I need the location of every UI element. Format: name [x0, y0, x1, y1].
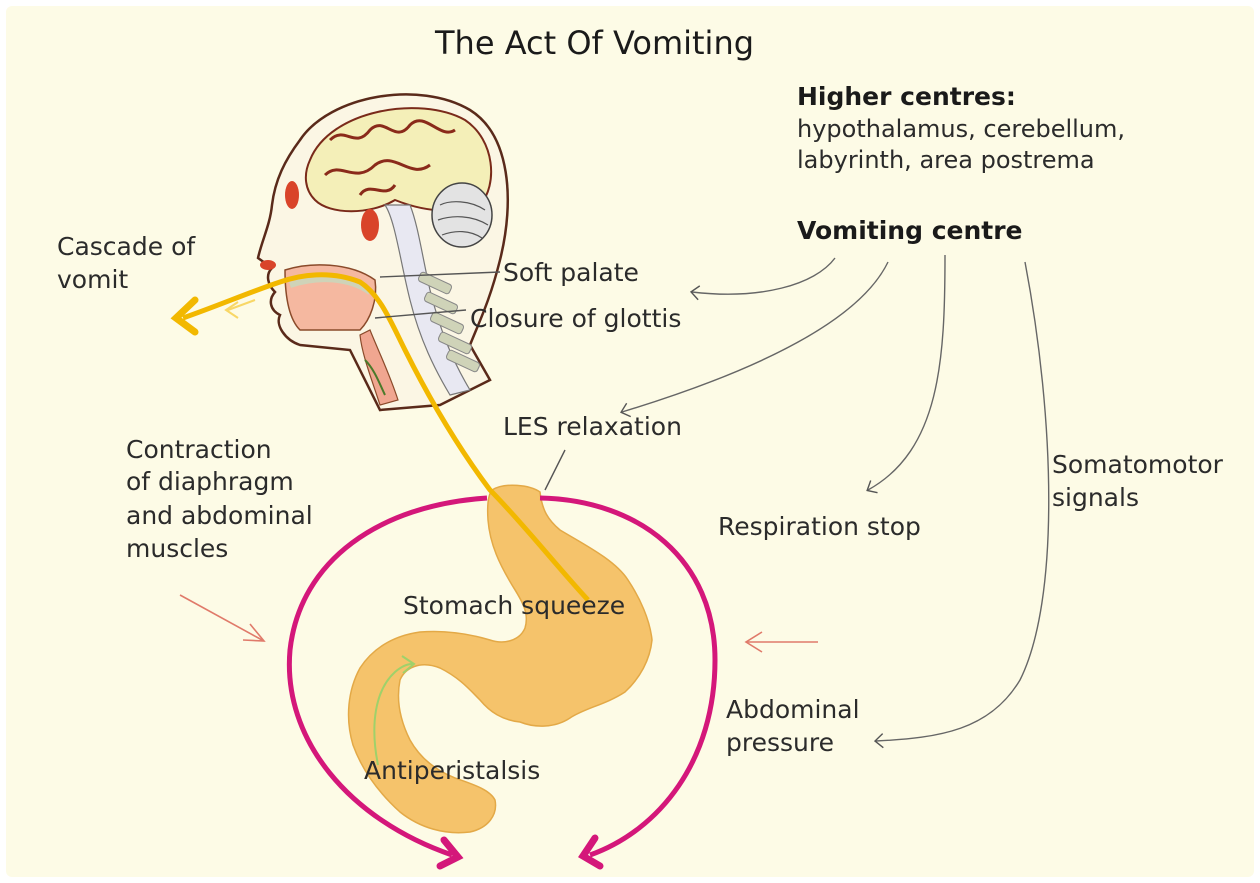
vomiting-centre-label: Vomiting centre [797, 216, 1023, 245]
contraction-label-line2: of diaphragm [126, 467, 294, 496]
contraction-label-line1: Contraction [126, 435, 272, 464]
arrow-to-soft-palate [689, 257, 836, 301]
left-pressure-arrow [179, 594, 263, 641]
antiperistalsis-label: Antiperistalsis [364, 756, 541, 785]
contraction-label-line3: and abdominal [126, 501, 313, 530]
glottis-leader [374, 309, 467, 319]
soft-palate-label: Soft palate [503, 258, 639, 287]
cascade-label-line2: vomit [57, 265, 129, 294]
les-relaxation-label: LES relaxation [503, 412, 682, 441]
stomach-squeeze-label: Stomach squeeze [403, 591, 626, 620]
magenta-arrow-left [286, 495, 488, 858]
higher-centres-heading: Higher centres: [797, 82, 1016, 111]
diagram-title: The Act Of Vomiting [435, 24, 755, 62]
respiration-stop-label: Respiration stop [718, 512, 921, 541]
soft-palate-leader [379, 271, 501, 278]
somatomotor-label-line2: signals [1052, 483, 1139, 512]
higher-centres-line2: labyrinth, area postrema [797, 146, 1095, 174]
closure-glottis-label: Closure of glottis [470, 304, 682, 333]
abdominal-pressure-label-line2: pressure [726, 728, 834, 757]
arrow-to-les [620, 261, 889, 418]
head-illustration [256, 93, 509, 412]
antiperistalsis-arrow [373, 663, 413, 766]
abdominal-pressure-label-line1: Abdominal [726, 695, 860, 724]
les-leader [544, 449, 566, 491]
magenta-arrow-right [539, 495, 718, 858]
cascade-label-line1: Cascade of [57, 232, 196, 261]
vomit-path [182, 272, 590, 602]
higher-centres-line1: hypothalamus, cerebellum, [797, 115, 1126, 143]
arrow-to-respiration [866, 254, 946, 494]
stomach [347, 484, 653, 834]
cerebellum [431, 182, 493, 248]
somatomotor-label-line1: Somatomotor [1052, 450, 1223, 479]
arrow-to-abdominal-pressure [873, 261, 1050, 749]
diagram-background [6, 6, 1254, 877]
vomit-arrowhead [170, 296, 199, 336]
contraction-label-line4: muscles [126, 534, 229, 563]
